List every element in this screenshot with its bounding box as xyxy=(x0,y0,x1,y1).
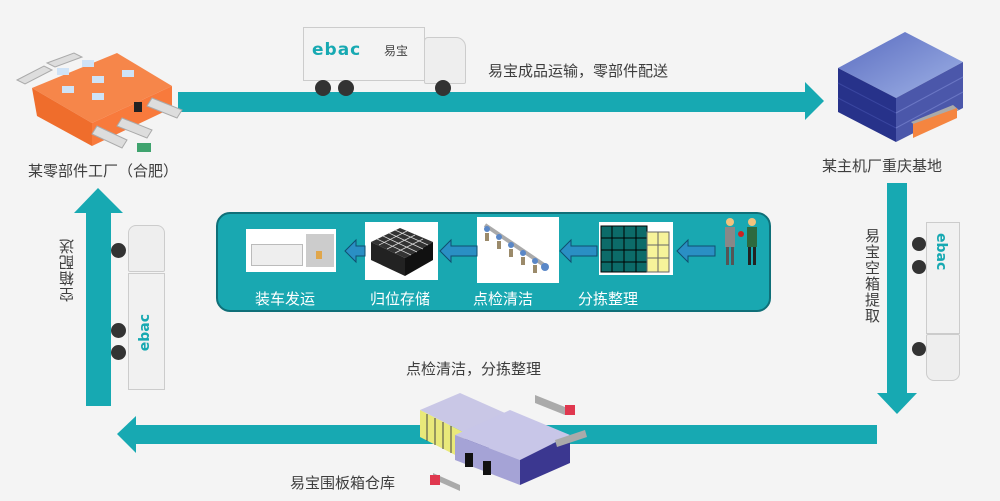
step-label: 装车发运 xyxy=(255,290,316,308)
top-flow-label: 易宝成品运输，零部件配送 xyxy=(488,62,669,80)
ebac-truck-left: ebac xyxy=(108,225,178,390)
truck-brand: ebac xyxy=(312,40,362,60)
step-arrow xyxy=(439,238,478,264)
truck-box: ebac xyxy=(926,222,960,334)
ebac-truck-top: ebac 易宝 xyxy=(300,25,470,100)
blue-building-icon xyxy=(837,32,964,142)
warehouse-label: 易宝围板箱仓库 xyxy=(290,474,396,492)
truck-wheel xyxy=(338,80,354,96)
stacked-boxes-icon xyxy=(365,222,438,280)
step-label: 归位存储 xyxy=(370,290,431,308)
loading-truck-icon xyxy=(246,229,336,272)
oem-base-label: 某主机厂重庆基地 xyxy=(822,157,943,175)
truck-wheel xyxy=(435,80,451,96)
truck-wheel xyxy=(912,342,926,356)
handover-people-icon xyxy=(725,218,757,265)
step-arrow xyxy=(344,238,366,264)
truck-wheel xyxy=(315,80,331,96)
step-arrow xyxy=(559,238,598,264)
sorting-cubes-icon xyxy=(599,222,673,275)
truck-wheel xyxy=(912,260,926,274)
step-label: 点检清洁 xyxy=(473,290,534,308)
truck-cab xyxy=(926,334,960,381)
ebac-truck-right: ebac xyxy=(910,222,960,382)
truck-brand: ebac xyxy=(933,233,949,271)
parts-factory-label: 某零部件工厂（合肥） xyxy=(28,162,179,180)
truck-wheel xyxy=(912,237,926,251)
truck-box: ebac 易宝 xyxy=(303,27,425,81)
truck-wheel xyxy=(111,345,126,360)
top-flow-arrow xyxy=(178,82,824,120)
truck-brand-cn: 易宝 xyxy=(384,44,409,58)
truck-cab xyxy=(128,225,165,272)
left-flow-arrow xyxy=(74,188,123,406)
right-flow-arrow xyxy=(877,183,917,414)
workers-line-icon xyxy=(477,217,559,283)
warehouse-icon xyxy=(420,393,587,491)
bottom-flow-label: 点检清洁，分拣整理 xyxy=(406,360,542,378)
step-label: 分拣整理 xyxy=(578,290,639,308)
truck-box: ebac xyxy=(128,273,165,390)
right-flow-label: 易宝空箱提取 xyxy=(863,228,881,324)
truck-wheel xyxy=(111,243,126,258)
truck-wheel xyxy=(111,323,126,338)
step-arrow xyxy=(676,238,716,264)
orange-factory-icon xyxy=(15,52,183,152)
